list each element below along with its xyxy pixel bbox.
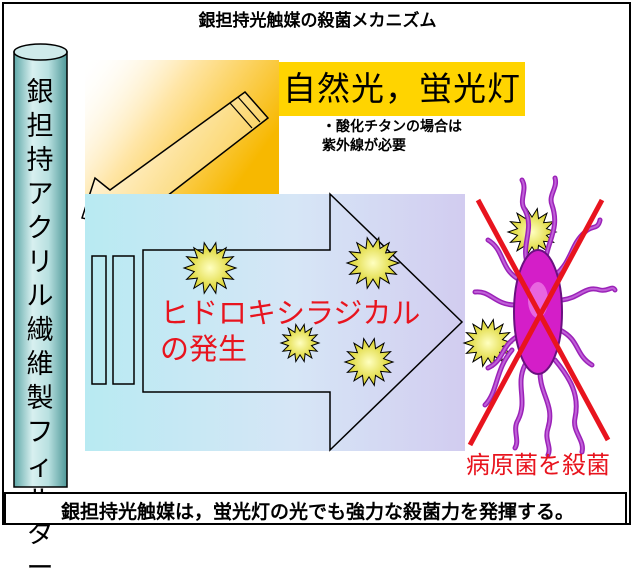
germ-tentacle-highlight [487,239,521,281]
radical-spark [182,241,238,295]
radical-spark [506,207,558,257]
reaction-field [85,194,465,451]
filter-label-char: 繊 [26,315,54,346]
radical-line: ヒドロキシラジカル [160,296,421,330]
caption-text: 銀担持光触媒は，蛍光灯の光でも強力な殺菌力を発揮する。 [60,501,574,523]
filter-cylinder [13,43,68,488]
caption-box: 銀担持光触媒は，蛍光灯の光でも強力な殺菌力を発揮する。 [4,492,627,525]
germ-tentacle-highlight [521,179,530,266]
kill-text: 病原菌を殺菌 [466,451,610,479]
radical-line: の発生 [160,332,248,366]
filter-label-char: リ [26,247,54,278]
germ-illustration [467,175,618,458]
filter-label-char: ア [26,179,54,210]
germ-tentacle-highlight [561,287,616,301]
uv-note-line: 紫外線が必要 [322,138,406,154]
light-source-label: 自然光，蛍光灯 [279,62,525,116]
cross-out-line [475,198,611,442]
germ-tentacle-highlight [484,349,513,406]
germ-tentacle-highlight [539,371,551,456]
diagram-graphics [13,43,618,488]
filter-label-char: ル [26,281,54,312]
germ-tentacle-highlight [474,290,516,306]
diagram-title: 銀担持光触媒の殺菌メカニズム [198,11,437,31]
uv-note-line: ・酸化チタンの場合は [322,119,462,135]
light-beam [85,60,279,195]
germ-tentacle-highlight [544,177,557,263]
germ-tentacle-highlight [559,329,593,366]
filter-label-char: フ [26,417,54,448]
filter-label-char: 持 [26,145,54,176]
filter-label-char: ク [26,213,54,244]
filter-label-char: 銀 [26,77,54,108]
radical-sparks [182,207,558,387]
radical-spark [279,323,321,363]
radical-spark [345,236,401,290]
germ-tentacle-highlight [554,359,584,453]
germ-tentacle-highlight [514,364,526,449]
filter-label-char: 製 [26,383,54,414]
filter-label-char: ー [26,553,54,584]
filter-label-char: 担 [26,111,54,142]
filter-label-char: ィ [26,451,54,482]
cross-out-line [467,198,605,447]
radical-arrow [91,192,464,452]
filter-label-char: 維 [26,349,54,380]
uv-note: ・酸化チタンの場合は 紫外線が必要 [322,118,462,156]
radical-text: ヒドロキシラジカル の発生 [160,295,420,367]
radical-spark [343,337,395,387]
